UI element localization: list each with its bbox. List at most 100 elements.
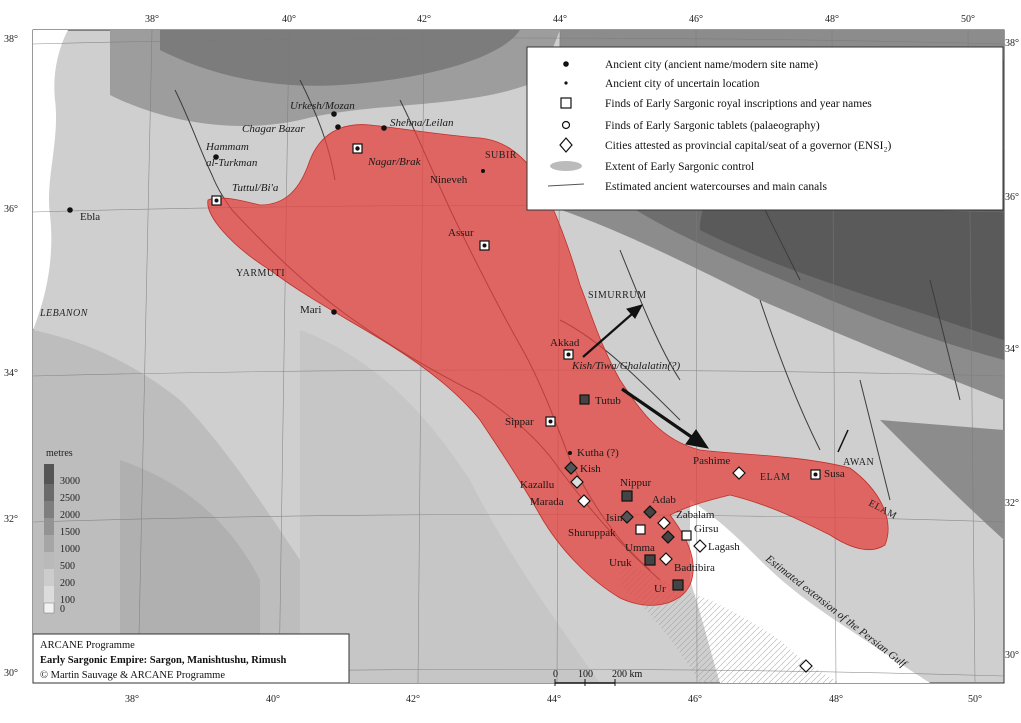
- governor-diamond: [799, 659, 813, 673]
- lon-tick-top: 38°: [145, 14, 159, 25]
- lon-tick-bottom: 48°: [829, 694, 843, 705]
- legend-tablet-icon: [561, 120, 571, 130]
- elevation-swatch: [44, 552, 54, 569]
- city-dot: [335, 124, 341, 130]
- legend-item: Estimated ancient watercourses and main …: [605, 181, 827, 193]
- lat-tick-left: 36°: [4, 204, 18, 215]
- elevation-swatch: [43, 602, 55, 614]
- lon-tick-bottom: 40°: [266, 694, 280, 705]
- lat-tick-right: 34°: [1005, 344, 1019, 355]
- city-dot: [481, 169, 485, 173]
- scale-label: 100: [578, 669, 593, 680]
- legend-inscription-icon: [560, 97, 572, 109]
- lon-tick-bottom: 50°: [968, 694, 982, 705]
- lat-tick-left: 32°: [4, 514, 18, 525]
- elevation-swatch: [44, 586, 54, 603]
- governor-diamond: [577, 494, 591, 508]
- label-elam-small: ELAM: [760, 472, 790, 483]
- label-shehna: Shehna/Leilan: [390, 117, 454, 129]
- elevation-swatch: [44, 464, 54, 484]
- label-sippar: Sippar: [505, 416, 534, 428]
- latitude-ticks-right: 38° 36° 34° 32° 30°: [1005, 38, 1019, 661]
- scale-label: 0: [553, 669, 558, 680]
- lon-tick-bottom: 44°: [547, 694, 561, 705]
- credits-programme: ARCANE Programme: [40, 640, 135, 651]
- governor-diamond: [659, 552, 673, 566]
- elevation-swatch: [44, 518, 54, 535]
- legend-control-swatch: [550, 161, 582, 171]
- city-dot: [214, 198, 219, 203]
- label-lagash: Lagash: [708, 541, 740, 553]
- governor-diamond: [564, 461, 578, 475]
- city-dot: [331, 309, 337, 315]
- elevation-level: 3000: [60, 476, 80, 487]
- governor-diamond: [657, 516, 671, 530]
- legend-item: Ancient city (ancient name/modern site n…: [605, 59, 818, 71]
- lon-tick-top: 46°: [689, 14, 703, 25]
- governor-diamond: [732, 466, 746, 480]
- label-hammam: Hammam: [205, 141, 249, 153]
- inscription-square: [621, 490, 633, 502]
- elevation-level: 2500: [60, 493, 80, 504]
- label-simurrum: SIMURRUM: [588, 290, 646, 301]
- label-chagar-bazar: Chagar Bazar: [242, 123, 305, 135]
- credits-box: ARCANE Programme Early Sargonic Empire: …: [32, 633, 350, 684]
- governor-diamond: [570, 475, 584, 489]
- city-dot: [548, 419, 553, 424]
- legend-box: [526, 46, 1004, 211]
- elevation-level: 500: [60, 561, 75, 572]
- legend-governor-icon: [559, 137, 573, 153]
- lat-tick-right: 30°: [1005, 650, 1019, 661]
- label-lebanon: LEBANON: [39, 308, 89, 319]
- label-mari: Mari: [300, 304, 321, 316]
- elevation-swatch: [44, 569, 54, 586]
- label-nineveh: Nineveh: [430, 174, 468, 186]
- elevation-level: 1500: [60, 527, 80, 538]
- legend-item: Finds of Early Sargonic royal inscriptio…: [605, 98, 872, 110]
- city-dot: [482, 243, 487, 248]
- elevation-level: 100: [60, 595, 75, 606]
- governor-diamond: [661, 530, 675, 544]
- inscription-square: [672, 579, 684, 591]
- label-shuruppak: Shuruppak: [568, 527, 616, 539]
- legend-item: Finds of Early Sargonic tablets (palaeog…: [605, 120, 820, 132]
- elevation-level: 200: [60, 578, 75, 589]
- governor-diamond: [643, 505, 657, 519]
- elevation-swatch: [44, 484, 54, 501]
- lat-tick-left: 38°: [4, 34, 18, 45]
- lon-tick-top: 50°: [961, 14, 975, 25]
- label-zabalam: Zabalam: [676, 509, 715, 521]
- city-dot: [813, 472, 818, 477]
- inscription-square: [644, 554, 656, 566]
- label-marada: Marada: [530, 496, 564, 508]
- inscription-square: [681, 530, 692, 541]
- label-al-turkman: al-Turkman: [206, 157, 258, 169]
- label-ebla: Ebla: [80, 211, 100, 223]
- lon-tick-top: 44°: [553, 14, 567, 25]
- label-nippur: Nippur: [620, 477, 652, 489]
- credits-title: Early Sargonic Empire: Sargon, Manishtus…: [40, 655, 286, 666]
- lon-tick-bottom: 42°: [406, 694, 420, 705]
- scale-label: 200 km: [612, 669, 643, 680]
- lon-tick-bottom: 38°: [125, 694, 139, 705]
- label-pashime: Pashime: [693, 455, 730, 467]
- elevation-legend: metres 3000 2500 2000 1500 1000 500 200 …: [43, 448, 80, 615]
- label-isin: Isin: [606, 512, 623, 524]
- inscription-square: [635, 524, 646, 535]
- legend-item: Ancient city of uncertain location: [605, 78, 760, 90]
- governor-diamond: [620, 510, 634, 524]
- lat-tick-right: 38°: [1005, 38, 1019, 49]
- legend-item: Extent of Early Sargonic control: [605, 161, 754, 173]
- elevation-level: 0: [60, 604, 65, 615]
- label-subir: SUBIR: [485, 150, 517, 161]
- label-kutha: Kutha (?): [577, 447, 619, 459]
- label-kish-tiwa: Kish/Tiwa/Ghalalatin(?): [571, 360, 681, 372]
- inscription-square: [579, 394, 590, 405]
- city-dot: [355, 146, 360, 151]
- city-dot: [568, 451, 572, 455]
- city-dot: [381, 125, 387, 131]
- label-ur: Ur: [654, 583, 666, 595]
- expansion-arrows: [582, 304, 849, 453]
